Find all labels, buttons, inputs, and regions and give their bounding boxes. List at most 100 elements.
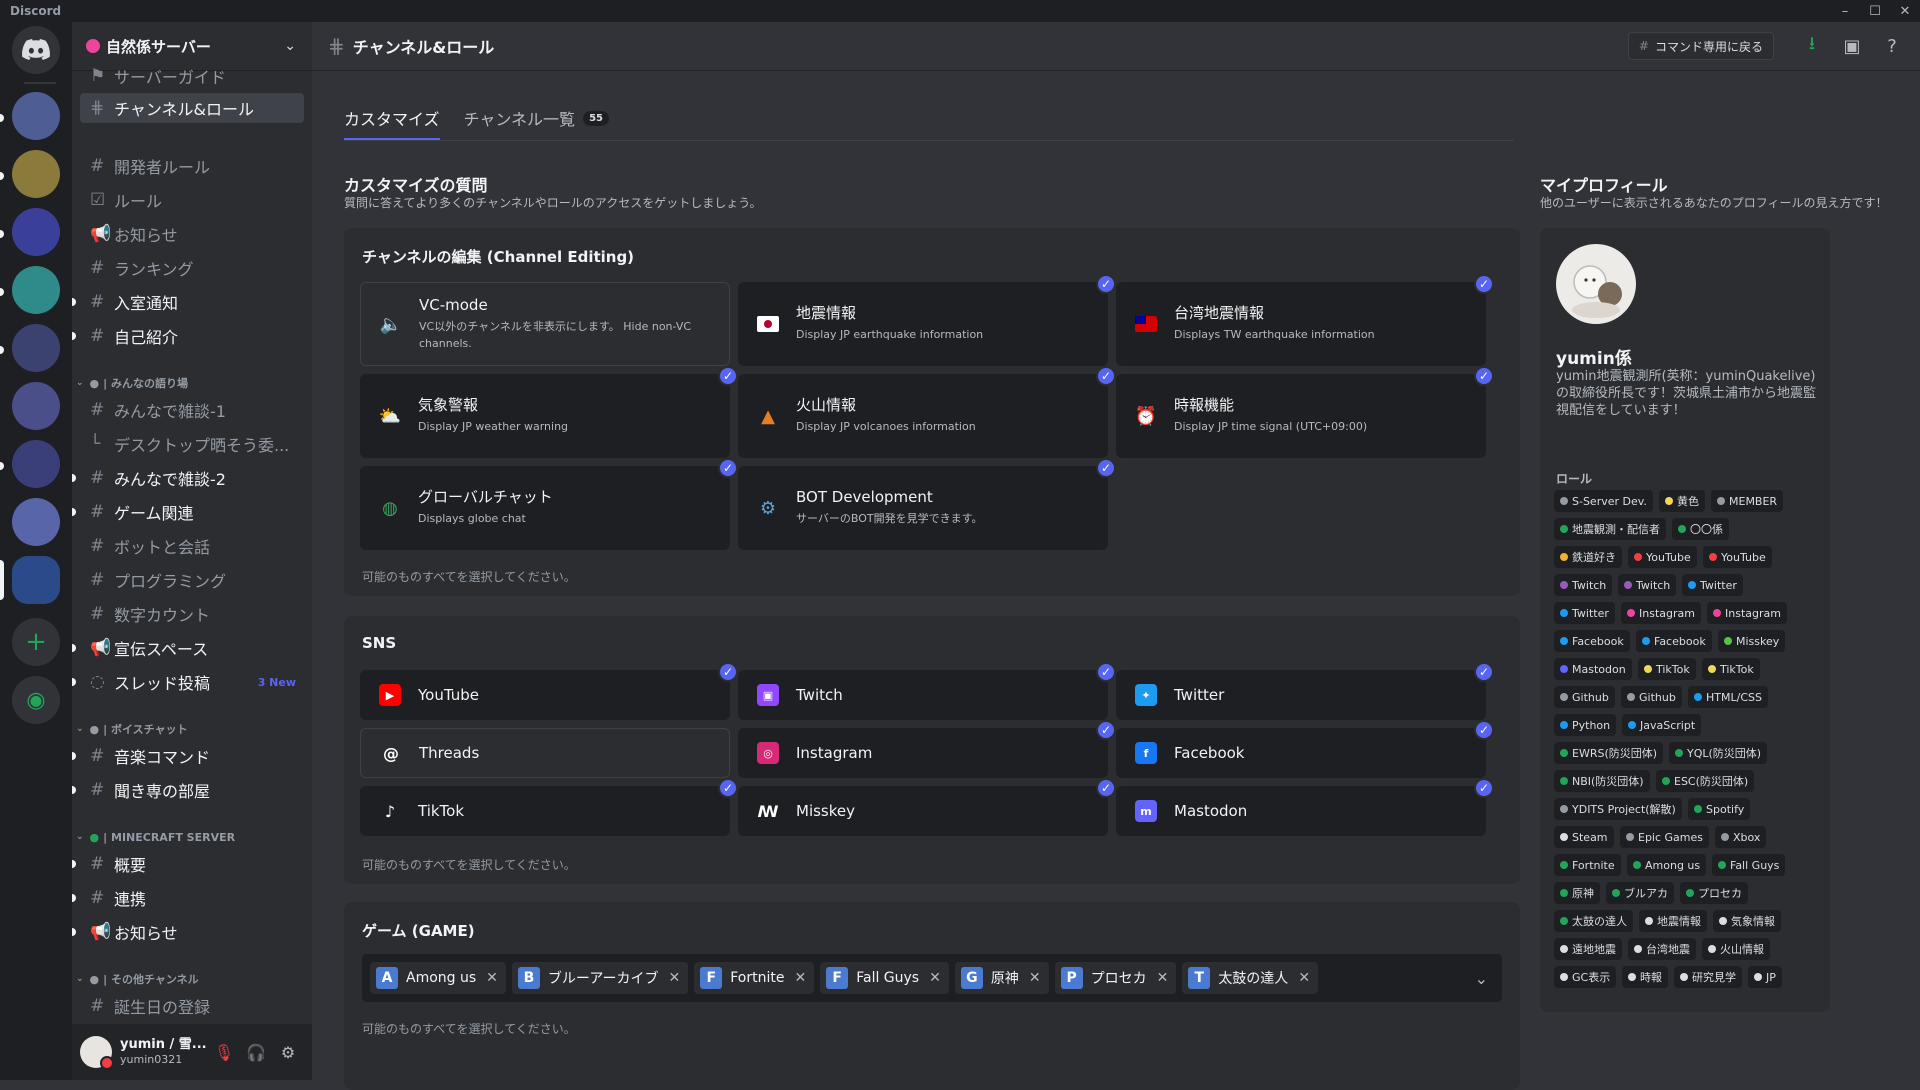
sidebar-item[interactable]: #聞き専の部屋 xyxy=(72,775,304,805)
sidebar-item[interactable]: #ランキング xyxy=(80,253,304,283)
role-name: 研究見学 xyxy=(1692,971,1736,984)
command-only-button[interactable]: # コマンド専用に戻る xyxy=(1627,32,1774,60)
unread-pill xyxy=(0,462,4,470)
sidebar-item[interactable]: #自己紹介 xyxy=(72,321,304,351)
sidebar-item[interactable]: #連携 xyxy=(72,883,304,913)
sidebar-item[interactable]: #みんなで雑談-1 xyxy=(80,395,304,425)
server-icon[interactable] xyxy=(12,440,60,488)
server-icon[interactable] xyxy=(12,382,60,430)
sidebar-item[interactable]: #プログラミング xyxy=(80,565,304,595)
sns-option[interactable]: @Threads xyxy=(360,728,730,778)
download-icon[interactable]: ⭳ xyxy=(1808,33,1816,54)
sidebar-item[interactable]: #誕生日の登録 xyxy=(80,991,304,1021)
sidebar-item[interactable]: ⋕チャンネル&ロール xyxy=(80,93,304,123)
server-icon[interactable] xyxy=(12,150,60,198)
sidebar-item[interactable]: ☑ルール xyxy=(80,185,304,215)
option-title: Twitter xyxy=(1174,686,1225,704)
role-chip: Fortnite xyxy=(1554,854,1621,876)
server-icon[interactable] xyxy=(12,498,60,546)
close-icon[interactable]: ✕ xyxy=(929,970,941,986)
unread-dot xyxy=(72,678,76,686)
checkmark-icon: ✓ xyxy=(1474,662,1494,682)
gear-icon[interactable]: ⚙ xyxy=(280,1042,296,1062)
home-button[interactable] xyxy=(12,26,60,74)
headphones-icon[interactable]: 🎧 xyxy=(246,1042,266,1062)
server-icon-current[interactable] xyxy=(12,556,60,604)
sidebar-item[interactable]: 📢お知らせ xyxy=(80,219,304,249)
server-icon[interactable] xyxy=(12,92,60,140)
add-server-button[interactable]: + xyxy=(12,618,60,666)
explore-button[interactable]: ◉ xyxy=(12,676,60,724)
checkmark-icon: ✓ xyxy=(718,662,738,682)
minimize-button[interactable]: – xyxy=(1841,3,1849,19)
avatar[interactable] xyxy=(80,1036,114,1070)
server-icon[interactable] xyxy=(12,266,60,314)
profile-title: マイプロフィール xyxy=(1540,176,1668,195)
sns-option[interactable]: ◎Instagram✓ xyxy=(738,720,1116,778)
category-emoji-icon: ● xyxy=(89,830,100,844)
role-color-dot xyxy=(1560,917,1568,925)
sns-option[interactable]: ▶YouTube✓ xyxy=(360,662,738,720)
role-color-dot xyxy=(1708,945,1716,953)
maximize-button[interactable]: ☐ xyxy=(1869,3,1881,19)
thread-hashtag-icon: # xyxy=(90,400,105,420)
sidebar-item[interactable]: #数字カウント xyxy=(80,599,304,629)
sidebar-item[interactable]: 📢お知らせ xyxy=(72,917,304,947)
sidebar-item[interactable]: └デスクトップ晒そう委... xyxy=(80,429,304,459)
sidebar-item[interactable]: #開発者ルール xyxy=(80,151,304,181)
mic-muted-icon[interactable]: 🎙 xyxy=(213,1042,235,1062)
close-icon[interactable]: ✕ xyxy=(1028,970,1041,986)
role-name: Fortnite xyxy=(1572,858,1615,872)
sidebar-item[interactable]: #概要 xyxy=(72,849,304,879)
close-icon[interactable]: ✕ xyxy=(668,970,681,986)
close-icon[interactable]: ✕ xyxy=(1156,970,1169,986)
sidebar-item[interactable]: #ゲーム関連 xyxy=(72,497,304,527)
help-icon[interactable]: ? xyxy=(1887,35,1897,57)
server-icon[interactable] xyxy=(12,208,60,256)
close-icon[interactable]: ✕ xyxy=(1298,970,1311,986)
category-header[interactable]: ⌄●| みんなの語り場 xyxy=(76,375,306,391)
close-window-button[interactable]: ✕ xyxy=(1899,3,1911,19)
tab-customize[interactable]: カスタマイズ xyxy=(344,98,440,140)
close-icon[interactable]: ✕ xyxy=(486,970,498,986)
profile-avatar[interactable] xyxy=(1556,244,1636,324)
role-name: ESC(防災団体) xyxy=(1674,775,1749,788)
sidebar-item[interactable]: #入室通知 xyxy=(72,287,304,317)
sns-option[interactable]: ✦Twitter✓ xyxy=(1116,662,1494,720)
inbox-icon[interactable]: ▣ xyxy=(1843,35,1861,57)
sidebar-item[interactable]: #音楽コマンド xyxy=(72,741,304,771)
sidebar-item[interactable]: #みんなで雑談-2 xyxy=(72,463,304,493)
sidebar-item[interactable]: 📢宣伝スペース xyxy=(72,633,304,663)
sns-title: SNS xyxy=(362,634,397,652)
user-names[interactable]: yumin / 雪... yumin0321 xyxy=(120,1037,208,1067)
category-header[interactable]: ⌄●| その他チャンネル xyxy=(76,971,306,987)
close-icon[interactable]: ✕ xyxy=(794,970,807,986)
sns-option[interactable]: ♪TikTok✓ xyxy=(360,778,738,836)
server-header[interactable]: 自然係サーバー ⌄ xyxy=(72,22,312,70)
role-chip: TikTok xyxy=(1702,658,1760,680)
category-header[interactable]: ⌄●| MINECRAFT SERVER xyxy=(76,829,306,845)
sidebar-item[interactable]: #ボットと会話 xyxy=(80,531,304,561)
sns-option[interactable]: ▣Twitch✓ xyxy=(738,662,1116,720)
category-header[interactable]: ⌄●| ボイスチャット xyxy=(76,721,306,737)
sidebar-item[interactable]: ⚑サーバーガイド xyxy=(80,61,304,91)
weather-icon: ⛅ xyxy=(378,405,402,427)
server-icon[interactable] xyxy=(12,324,60,372)
role-name: Twitch xyxy=(1572,578,1607,592)
chevron-down-icon[interactable]: ⌄ xyxy=(1474,968,1488,988)
